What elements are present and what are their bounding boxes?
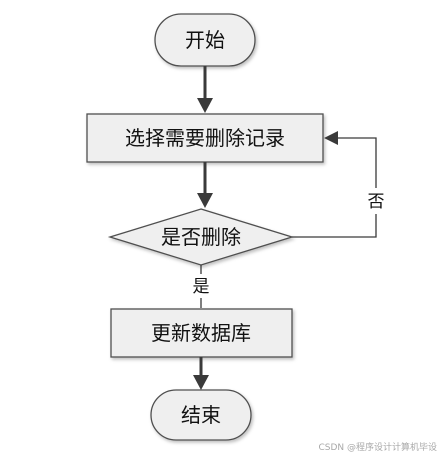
update-database-node: 更新数据库 [110,308,293,358]
end-node: 结束 [150,389,252,441]
edge-start-to-select [197,66,213,113]
edge-no-loop: 否 [292,131,388,238]
yes-label: 是 [193,277,210,297]
arrowhead [197,98,213,113]
edge-yes: 是 [190,265,214,308]
arrowhead [324,131,338,145]
no-label: 否 [368,192,385,212]
decision-node: 是否删除 [107,208,295,266]
start-node-label: 开始 [185,28,225,52]
edge-update-to-end [193,357,209,390]
end-node-label: 结束 [181,403,221,427]
edge-select-to-decision [197,162,213,208]
arrowhead [197,193,213,208]
select-record-label: 选择需要删除记录 [125,126,285,150]
start-node: 开始 [154,13,256,67]
update-database-label: 更新数据库 [151,321,251,345]
watermark-text: CSDN @程序设计计算机毕设 [318,443,437,453]
select-record-node: 选择需要删除记录 [86,113,324,163]
arrowhead [193,375,209,390]
decision-label: 是否删除 [161,225,241,249]
